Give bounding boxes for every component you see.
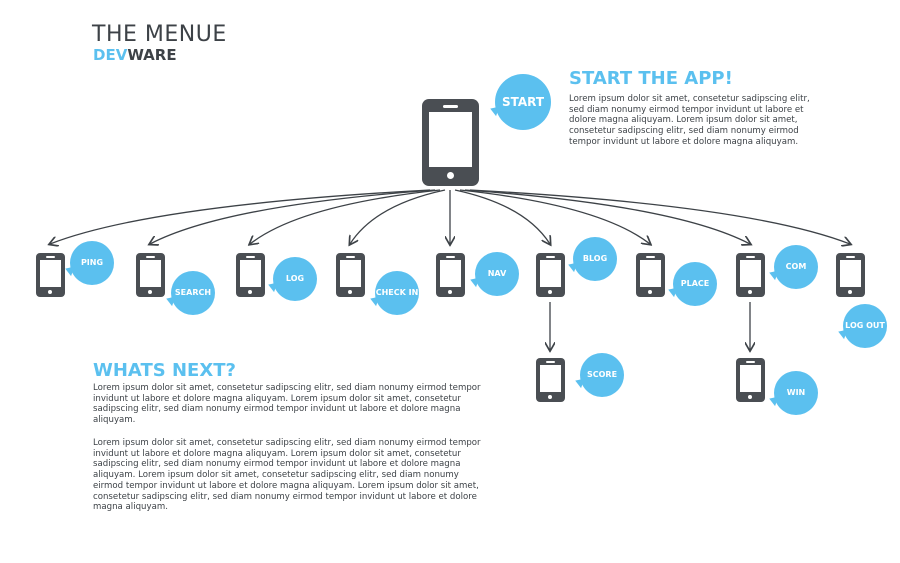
nav-bubble[interactable]: NAV [475, 252, 519, 296]
nav-phone-icon [436, 253, 465, 297]
blog-phone-icon [536, 253, 565, 297]
brand-accent: DEV [93, 46, 128, 64]
next-text-1: Lorem ipsum dolor sit amet, consetetur s… [93, 383, 481, 426]
start-text: Lorem ipsum dolor sit amet, consetetur s… [569, 94, 810, 147]
arrow-to-log-out [469, 189, 850, 244]
log-out-phone-icon [836, 253, 865, 297]
place-bubble[interactable]: PLACE [673, 262, 717, 306]
check-in-phone-icon [336, 253, 365, 297]
page-title: THE MENUE [92, 22, 227, 47]
arrow-to-com [464, 189, 750, 244]
arrow-to-log [250, 189, 441, 244]
ping-bubble[interactable]: PING [70, 241, 114, 285]
win-phone-icon [736, 358, 765, 402]
score-phone-icon [536, 358, 565, 402]
next-heading: WHATS NEXT? [93, 360, 236, 381]
search-phone-icon [136, 253, 165, 297]
brand-logo: DEVWARE [93, 46, 177, 64]
arrow-to-place [459, 189, 650, 244]
place-phone-icon [636, 253, 665, 297]
com-phone-icon [736, 253, 765, 297]
log-out-bubble[interactable]: LOG OUT [843, 304, 887, 348]
ping-phone-icon [36, 253, 65, 297]
arrow-to-ping [50, 189, 431, 244]
brand-rest: WARE [127, 46, 177, 64]
log-bubble[interactable]: LOG [273, 257, 317, 301]
blog-bubble[interactable]: BLOG [573, 237, 617, 281]
arrow-to-blog [454, 189, 550, 244]
score-bubble[interactable]: SCORE [580, 353, 624, 397]
check-in-bubble[interactable]: CHECK IN [375, 271, 419, 315]
com-bubble[interactable]: COM [774, 245, 818, 289]
start-heading: START THE APP! [569, 68, 733, 89]
search-bubble[interactable]: SEARCH [171, 271, 215, 315]
next-text-2: Lorem ipsum dolor sit amet, consetetur s… [93, 438, 481, 513]
start-bubble: START [495, 74, 551, 130]
log-phone-icon [236, 253, 265, 297]
main-phone-icon [422, 99, 479, 186]
arrow-to-check-in [350, 189, 446, 244]
arrow-to-search [150, 189, 436, 244]
win-bubble[interactable]: WIN [774, 371, 818, 415]
